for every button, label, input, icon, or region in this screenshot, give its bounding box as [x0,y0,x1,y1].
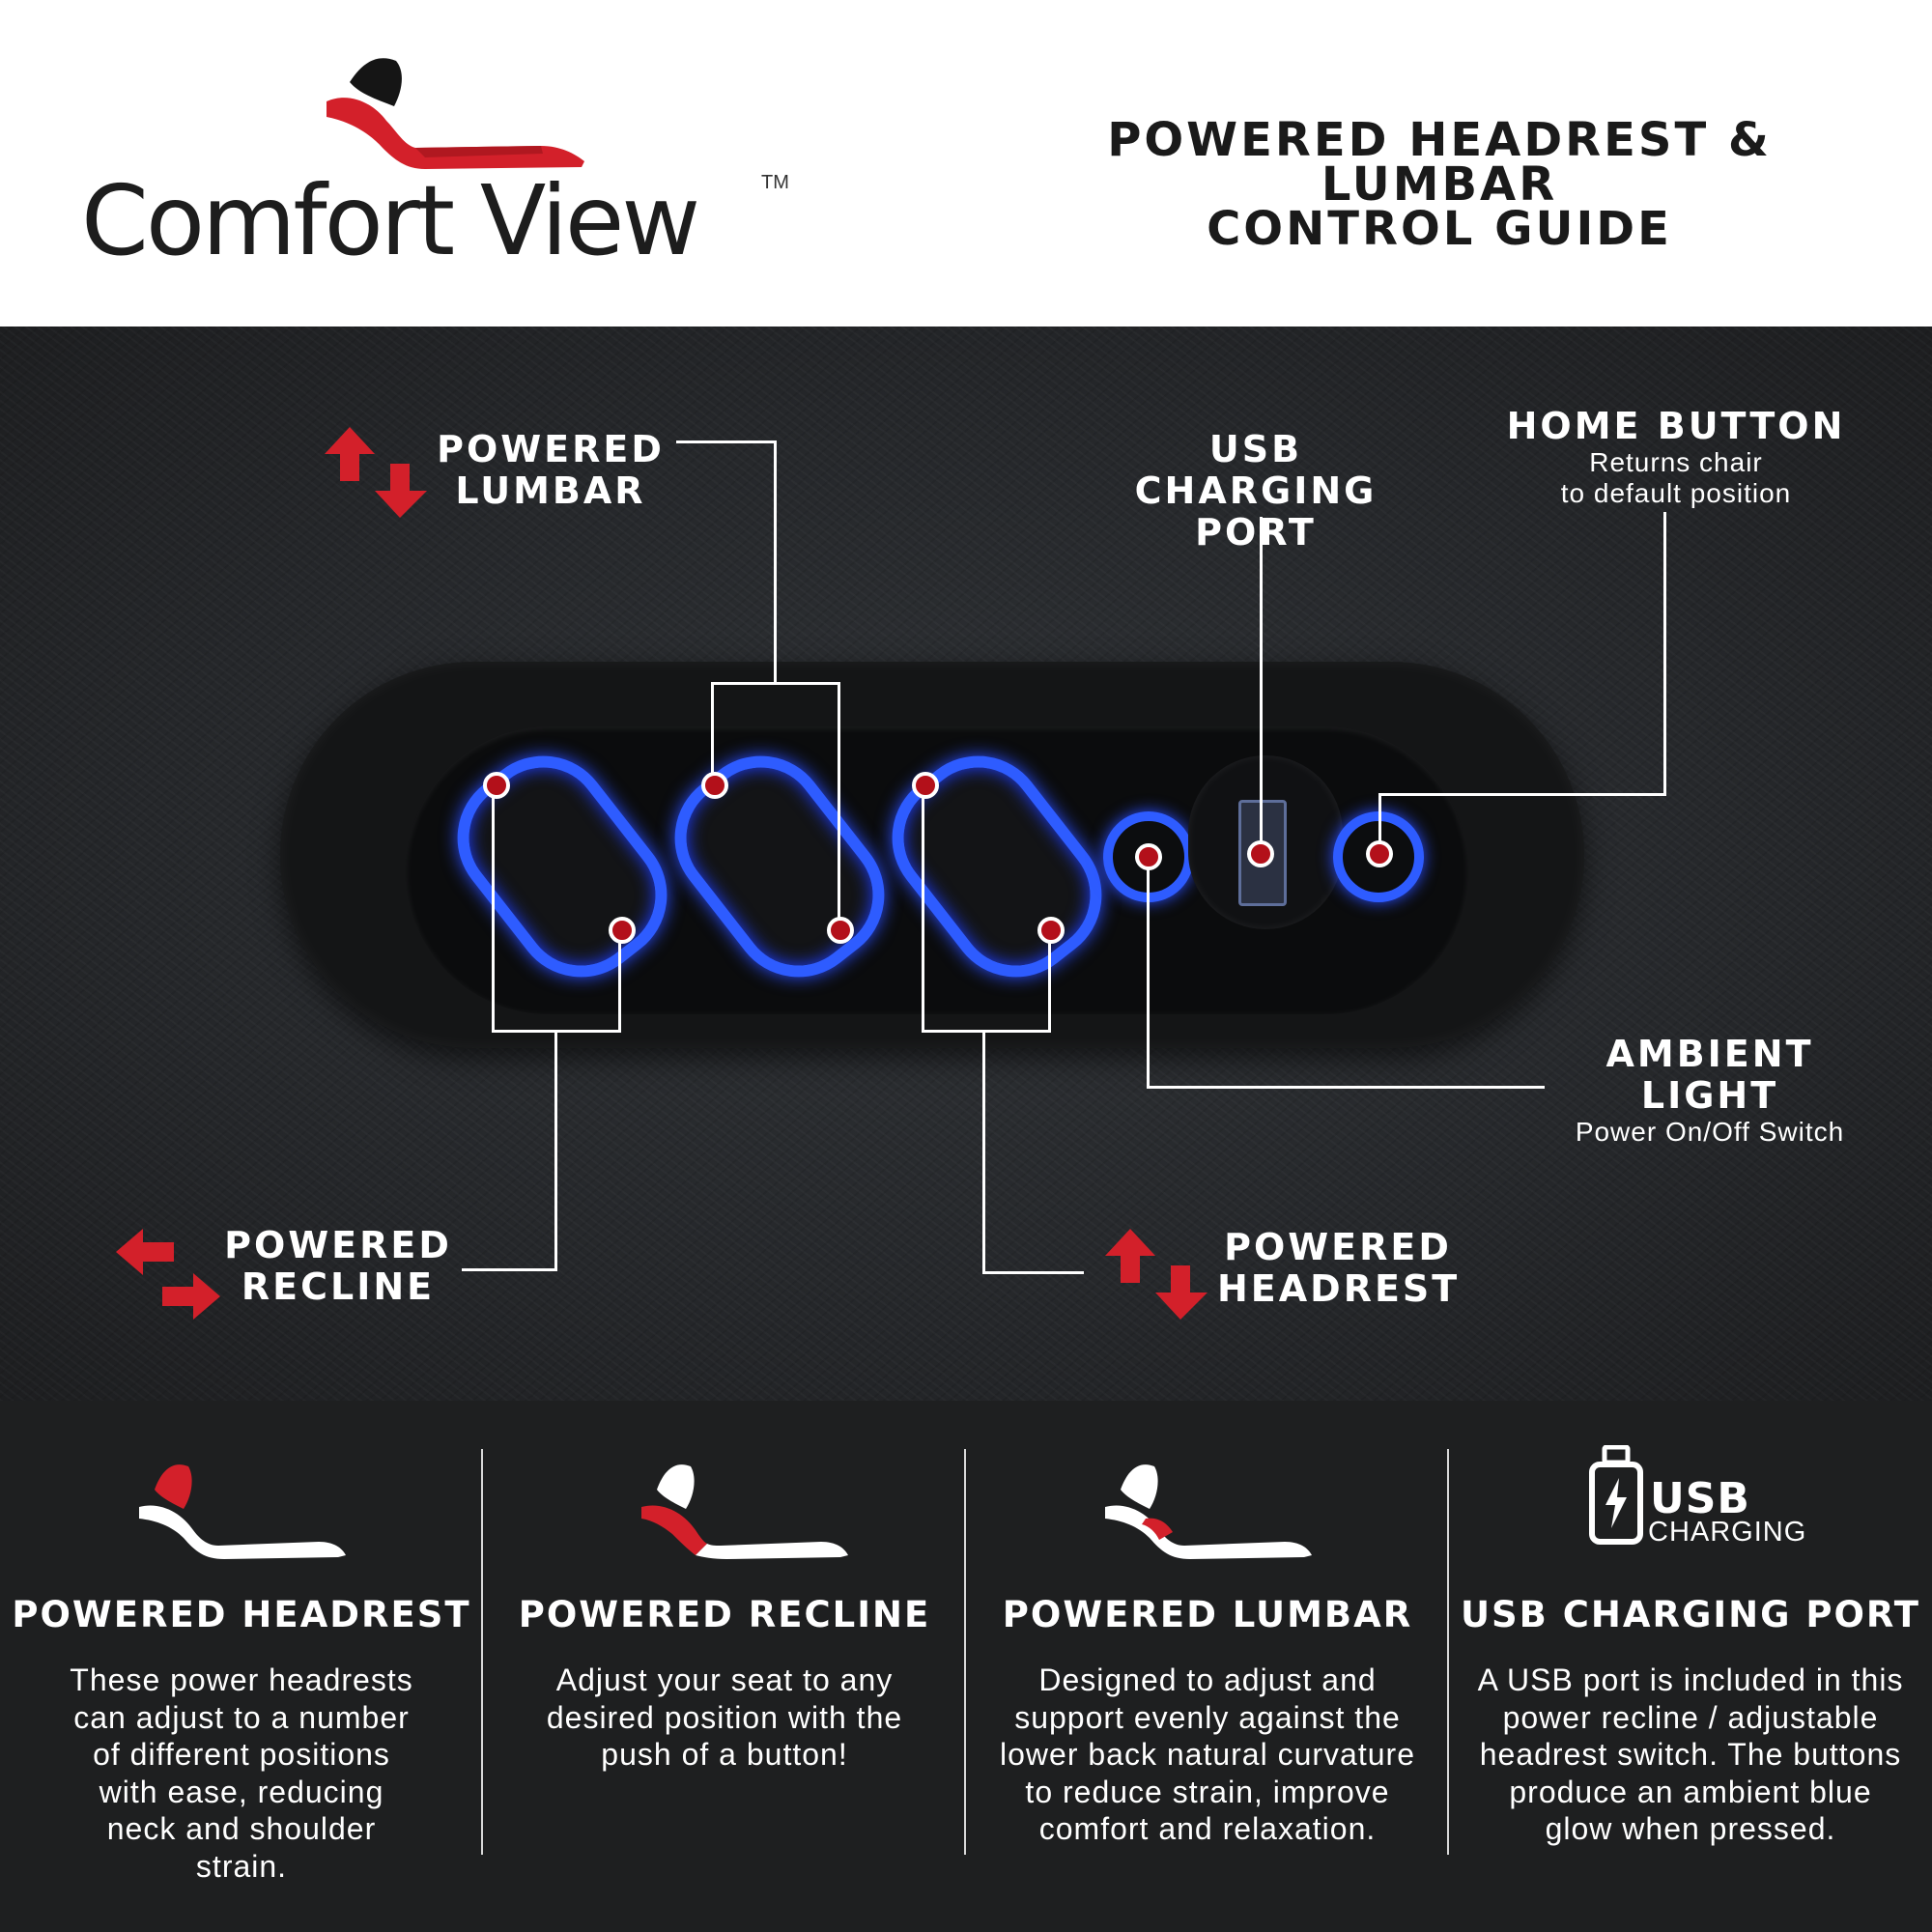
connector-line [1379,793,1666,796]
chair-headrest-icon [139,1464,346,1559]
connector-line [1378,793,1381,855]
connector-line [492,1030,621,1033]
home-callout-sub1: Returns chair [1589,447,1763,477]
indicator-dot [1037,917,1065,944]
indicator-dot [912,772,939,799]
recline-callout-line1: POWERED [224,1224,452,1266]
connector-line [838,682,840,929]
feature-desc-line: A USB port is included in this [1477,1662,1904,1697]
feature-desc-line: Adjust your seat to any [555,1662,894,1697]
usb-battery-icon [1589,1445,1643,1545]
connector-line [1260,517,1263,855]
feature-desc-line: strain. [195,1848,288,1884]
features-band [0,1401,1932,1932]
feature-desc-lumbar: Designed to adjust and support evenly ag… [971,1662,1444,1848]
home-callout: HOME BUTTON Returns chair to default pos… [1488,406,1864,509]
usb-badge-sub: CHARGING [1648,1517,1807,1548]
feature-desc-line: glow when pressed. [1545,1811,1836,1846]
chair-lumbar-icon [1105,1464,1312,1559]
page-title-line2: CONTROL GUIDE [1207,202,1672,256]
headrest-callout-line1: POWERED [1224,1226,1452,1268]
indicator-dot [483,772,510,799]
connector-line [982,1032,985,1273]
recline-callout: POWERED RECLINE [222,1225,454,1308]
feature-desc-line: neck and shoulder [106,1811,377,1846]
feature-desc-line: to reduce strain, improve [1025,1774,1390,1809]
connector-line [676,440,777,443]
connector-line [1048,929,1051,1032]
divider [481,1449,483,1855]
usb-callout: USB CHARGING PORT [1092,429,1420,554]
trademark-mark: TM [761,172,789,193]
connector-line [922,784,924,1032]
feature-desc-line: desired position with the [546,1699,903,1735]
connector-line [462,1268,557,1271]
feature-desc-line: Designed to adjust and [1038,1662,1377,1697]
divider [964,1449,966,1855]
headrest-callout: POWERED HEADREST [1217,1227,1459,1310]
lumbar-callout: POWERED LUMBAR [435,429,667,512]
connector-line [922,1030,1051,1033]
feature-desc-line: comfort and relaxation. [1038,1811,1377,1846]
feature-title-usb: USB CHARGING PORT [1460,1594,1920,1635]
chair-recline-icon [641,1464,848,1559]
usb-badge-word: USB [1650,1474,1750,1523]
connector-line [554,1032,557,1271]
feature-title-recline: POWERED RECLINE [518,1594,931,1635]
indicator-dot [609,917,636,944]
ambient-callout: AMBIENT LIGHT Power On/Off Switch [1536,1034,1884,1148]
home-callout-title: HOME BUTTON [1506,405,1846,447]
feature-desc-line: can adjust to a number [73,1699,410,1735]
feature-desc-line: power recline / adjustable [1502,1699,1879,1735]
feature-desc-line: produce an ambient blue [1509,1774,1872,1809]
up-down-arrows-icon [325,427,427,518]
connector-line [1147,1086,1545,1089]
usb-callout-line1: USB CHARGING [1134,428,1378,512]
feature-desc-line: support evenly against the [1014,1699,1401,1735]
brand-wordmark: Comfort View [81,164,700,277]
ambient-callout-title: AMBIENT LIGHT [1605,1033,1814,1117]
connector-line [982,1271,1084,1274]
page-title-line1: POWERED HEADREST & LUMBAR [1107,113,1772,212]
chair-logo-icon [327,58,584,169]
usb-callout-line2: PORT [1195,511,1317,554]
indicator-dot [1366,840,1393,867]
page-title: POWERED HEADREST & LUMBAR CONTROL GUIDE [985,113,1893,256]
connector-line [618,929,621,1032]
feature-desc-recline: Adjust your seat to any desired position… [493,1662,956,1774]
indicator-dot [1135,843,1162,870]
feature-desc-line: headrest switch. The buttons [1479,1737,1902,1772]
feature-title-lumbar: POWERED LUMBAR [1002,1594,1413,1635]
connector-line [1147,855,1150,1089]
lumbar-callout-line2: LUMBAR [455,469,646,512]
headrest-callout-line2: HEADREST [1217,1267,1461,1310]
connector-line [711,682,714,784]
feature-desc-line: These power headrests [70,1662,413,1697]
feature-desc-usb: A USB port is included in this power rec… [1454,1662,1927,1848]
header [0,0,1932,327]
left-right-arrows-icon [116,1229,220,1320]
feature-title-headrest: POWERED HEADREST [12,1594,471,1635]
ambient-callout-sub: Power On/Off Switch [1575,1117,1845,1147]
connector-line [492,784,495,1032]
connector-line [711,682,840,685]
up-down-arrows-icon [1105,1229,1208,1320]
feature-desc-headrest: These power headrests can adjust to a nu… [10,1662,473,1885]
feature-desc-line: lower back natural curvature [1000,1737,1415,1772]
feature-desc-line: of different positions [93,1737,390,1772]
divider [1447,1449,1449,1855]
indicator-dot [827,917,854,944]
recline-callout-line2: RECLINE [241,1265,436,1308]
home-callout-sub2: to default position [1560,478,1792,508]
feature-desc-line: with ease, reducing [99,1774,384,1809]
feature-desc-line: push of a button! [601,1737,848,1772]
connector-line [1663,512,1666,796]
connector-line [774,440,777,684]
usb-port[interactable] [1238,800,1287,906]
indicator-dot [701,772,728,799]
lumbar-callout-line1: POWERED [437,428,665,470]
indicator-dot [1247,840,1274,867]
